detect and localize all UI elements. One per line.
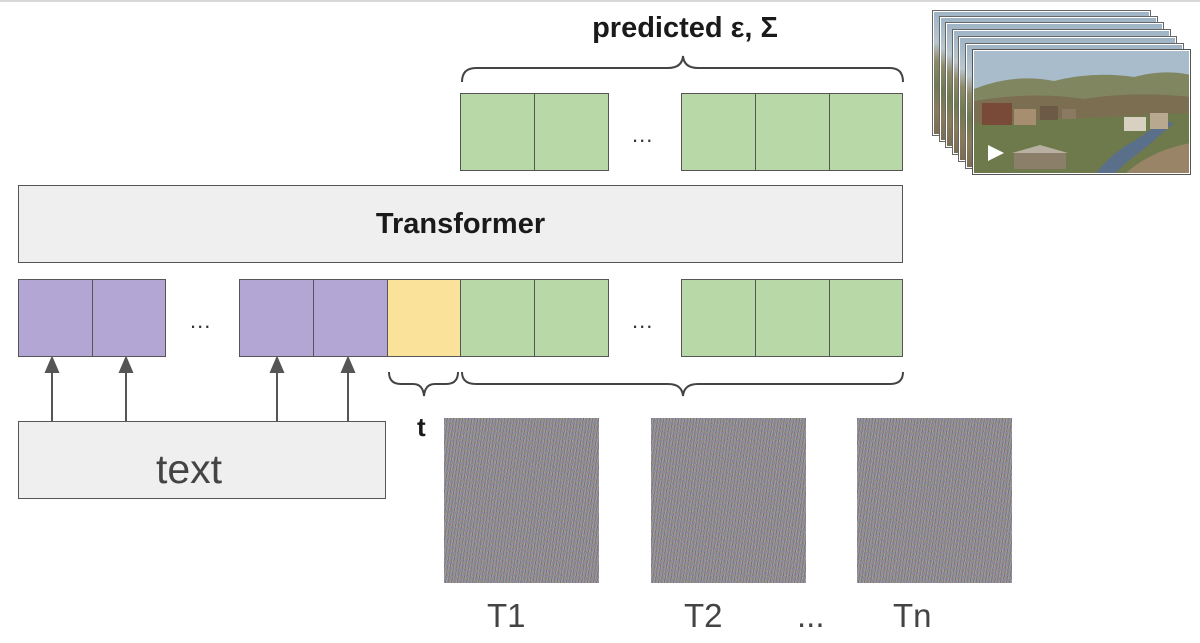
video-frame-front [973,50,1190,174]
text-token-ellipsis: ... [190,308,212,333]
timestep-brace [388,371,459,397]
output-token [755,93,830,171]
landscape-thumbnail [974,51,1189,173]
text-token [18,279,93,357]
noise-brace [461,371,904,397]
timestep-label: t [417,412,426,442]
transformer-block: Transformer [18,185,903,263]
noise-label-tn: Tn [893,597,932,634]
top-divider [0,0,1200,2]
noise-frame-n [857,418,1012,583]
text-token [239,279,314,357]
text-token [313,279,388,357]
output-title: predicted ε, Σ [592,12,778,44]
noise-frame-1 [444,418,599,583]
text-label: text [155,446,223,492]
output-token [534,93,609,171]
output-token [460,93,535,171]
text-input-box [18,421,386,499]
output-token [829,93,903,171]
play-icon [988,145,1004,161]
noise-token [534,279,609,357]
output-token [681,93,756,171]
timestep-token [387,279,461,357]
noise-frame-2 [651,418,806,583]
noise-token [460,279,535,357]
noise-label-ellipsis: ... [797,597,825,634]
noise-label-t2: T2 [684,597,723,634]
noise-token [755,279,830,357]
noise-label-t1: T1 [487,597,526,634]
noise-token [829,279,903,357]
output-brace [461,55,904,83]
output-ellipsis: ... [632,122,654,147]
text-token [92,279,166,357]
noise-token-ellipsis: ... [632,308,654,333]
noise-token [681,279,756,357]
